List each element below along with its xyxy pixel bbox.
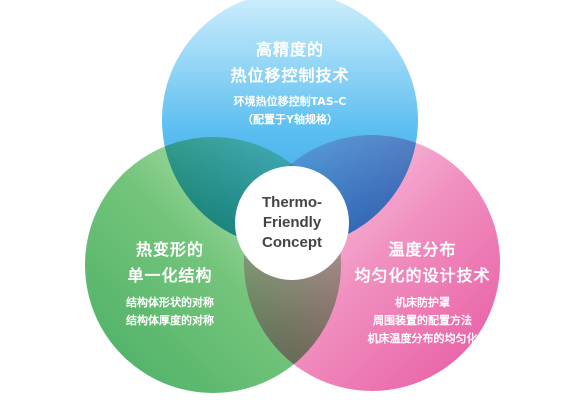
left-title-line2: 单一化结构 [127,266,213,285]
right-sub-line1: 机床防护罩 [395,296,450,309]
right-title-line2: 均匀化的设计技术 [354,266,491,285]
top-title-line1: 高精度的 [255,40,324,59]
top-sub-line1: 环境热位移控制TAS-C [233,95,347,108]
left-title-line1: 热变形的 [135,240,204,259]
left-label-group: 热变形的 单一化结构 结构体形状的对称 结构体厚度的对称 [95,237,245,330]
center-circle [235,166,349,280]
right-sub-line2: 周围装置的配置方法 [373,314,472,327]
center-line2: Friendly [262,214,322,231]
top-title-line2: 热位移控制技术 [230,66,350,85]
center-line1: Thermo- [262,194,322,211]
right-title-line1: 温度分布 [388,240,457,259]
right-sub-line3: 机床温度分布的均匀化 [367,332,478,345]
right-label-group: 温度分布 均匀化的设计技术 机床防护罩 周围装置的配置方法 机床温度分布的均匀化 [335,237,510,348]
left-sub-line2: 结构体厚度的对称 [126,314,214,327]
left-sub-line1: 结构体形状的对称 [126,296,214,309]
top-sub-line2: （配置于Y轴规格） [242,113,338,126]
top-label-group: 高精度的 热位移控制技术 环境热位移控制TAS-C （配置于Y轴规格） [190,37,390,129]
center-label-group: Thermo- Friendly Concept [242,193,342,253]
center-line3: Concept [262,234,322,251]
